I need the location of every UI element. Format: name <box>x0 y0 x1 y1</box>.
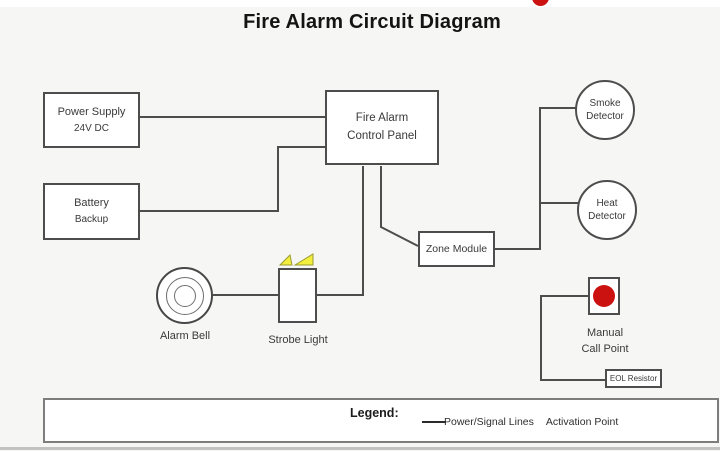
alarm-bell-label: Alarm Bell <box>159 330 211 342</box>
control-panel-box: Fire Alarm Control Panel <box>325 90 439 165</box>
zone-module-box: Zone Module <box>418 231 495 267</box>
power-supply-label: Power Supply <box>57 105 126 118</box>
wire-mcp-to-eol <box>540 295 606 381</box>
control-panel-label-1: Fire Alarm <box>355 111 409 124</box>
alarm-bell-icon <box>156 267 213 324</box>
power-signal-line-icon <box>422 421 446 423</box>
manual-call-point-label: Manual Call Point <box>563 326 647 358</box>
eol-resistor-box: EOL Resistor <box>605 369 662 388</box>
battery-label: Battery <box>74 197 109 210</box>
heat-detector-label-2: Detector <box>588 211 626 222</box>
zone-module-label: Zone Module <box>425 242 488 255</box>
battery-sublabel: Backup <box>74 214 109 226</box>
call-point-button-icon <box>593 285 615 307</box>
control-panel-label-2: Control Panel <box>347 129 417 142</box>
strobe-light-label: Strobe Light <box>268 334 328 346</box>
top-white-strip <box>0 0 720 7</box>
manual-call-point-label-1: Manual <box>586 327 624 339</box>
manual-call-point-label-2: Call Point <box>581 342 629 355</box>
manual-call-point-box <box>588 277 620 315</box>
activation-point-dot <box>532 0 549 6</box>
legend-items: Power/Signal Lines Activation Point <box>422 416 618 428</box>
smoke-detector-label-2: Detector <box>586 111 624 122</box>
smoke-detector-node: Smoke Detector <box>575 80 635 140</box>
wire-panel-to-zone-module <box>380 166 419 247</box>
heat-detector-node: Heat Detector <box>577 180 637 240</box>
wire-battery-to-panel <box>140 146 325 212</box>
wire-zone-to-smoke <box>495 107 576 250</box>
diagram-title: Fire Alarm Circuit Diagram <box>243 11 501 33</box>
legend-item-activation-point: Activation Point <box>545 416 619 428</box>
power-supply-box: Power Supply 24V DC <box>43 92 140 148</box>
eol-resistor-label: EOL Resistor <box>609 373 658 383</box>
legend-item-power-signal: Power/Signal Lines <box>444 416 534 428</box>
bottom-border-strip <box>0 447 720 450</box>
heat-detector-label-1: Heat <box>596 198 618 209</box>
alarm-bell-ring-inner <box>173 284 196 307</box>
wire-panel-to-bell-strobe <box>213 166 364 296</box>
smoke-detector-label-1: Smoke <box>589 98 621 109</box>
strobe-light-box <box>278 268 317 323</box>
battery-backup-box: Battery Backup <box>43 183 140 240</box>
legend-panel: Legend: Power/Signal Lines Activation Po… <box>43 398 719 443</box>
power-supply-sublabel: 24V DC <box>73 122 109 134</box>
alarm-bell-ring-middle <box>165 276 204 315</box>
strobe-flash-icon <box>278 253 314 266</box>
legend-title: Legend: <box>350 406 399 420</box>
